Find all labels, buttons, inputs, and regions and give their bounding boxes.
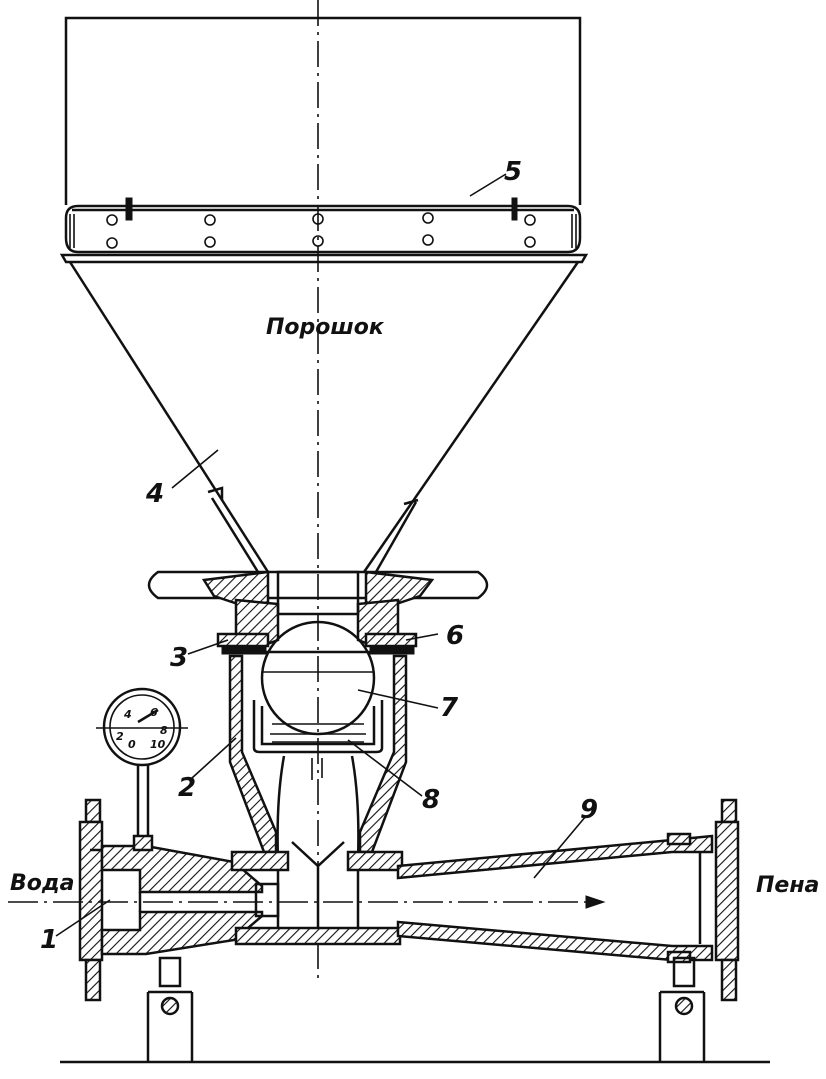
part-2-label: 2 <box>178 773 196 803</box>
gauge-tick-6: 6 <box>150 706 158 719</box>
hopper <box>59 16 589 573</box>
gauge-tick-2: 2 <box>116 730 124 743</box>
y-junction <box>291 841 345 930</box>
part-5-label: 5 <box>504 157 522 187</box>
foam-label: Пена <box>756 873 819 898</box>
powder-label: Порошок <box>266 315 385 340</box>
part-8-label: 8 <box>422 785 440 815</box>
water-label: Вода <box>10 871 75 896</box>
sieve-ring <box>64 197 582 254</box>
part-7-label: 7 <box>440 693 459 723</box>
gauge-tick-4: 4 <box>123 708 132 721</box>
supports <box>60 956 770 1064</box>
leader-lines <box>55 173 587 937</box>
chamber <box>228 650 410 854</box>
part-6-label: 6 <box>446 621 464 651</box>
pressure-gauge <box>96 687 188 852</box>
part-3-label: 3 <box>170 643 188 673</box>
part-9-label: 9 <box>580 795 598 825</box>
part-4-label: 4 <box>145 479 164 509</box>
mixing-block <box>230 850 404 946</box>
diffuser <box>396 798 740 1002</box>
gauge-tick-10: 10 <box>150 738 166 751</box>
gauge-scale: 4 2 6 8 10 0 <box>116 706 168 751</box>
ball-valve <box>252 620 384 861</box>
valve-seat <box>216 570 418 655</box>
gauge-tick-0: 0 <box>128 738 136 751</box>
gauge-tick-8: 8 <box>160 724 168 737</box>
part-1-label: 1 <box>40 925 58 955</box>
ejector <box>78 798 280 1002</box>
